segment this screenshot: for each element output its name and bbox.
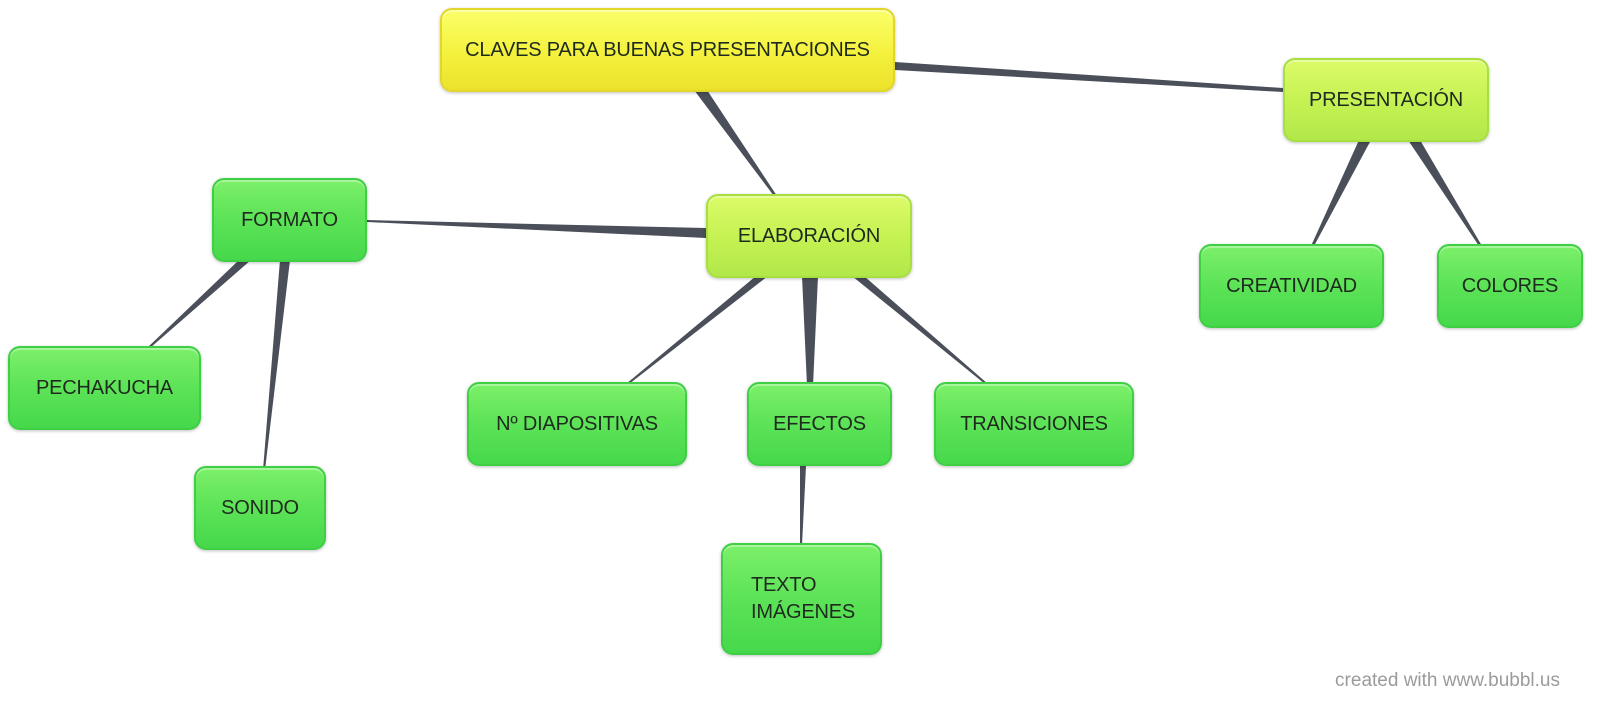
link-formato-sonido	[263, 260, 290, 470]
link-root-presentacion	[895, 62, 1283, 92]
node-pechakucha[interactable]: PECHAKUCHA	[8, 346, 201, 430]
link-efectos-texto	[800, 466, 806, 545]
node-creatividad[interactable]: CREATIVIDAD	[1199, 244, 1384, 328]
node-sonido[interactable]: SONIDO	[194, 466, 326, 550]
node-efectos[interactable]: EFECTOS	[747, 382, 892, 466]
link-elaboracion-diapositivas	[626, 276, 768, 384]
node-creatividad-label: CREATIVIDAD	[1226, 274, 1357, 297]
node-sonido-label: SONIDO	[221, 496, 299, 519]
node-colores-label: COLORES	[1461, 274, 1559, 297]
node-diapositivas[interactable]: Nº DIAPOSITIVAS	[467, 382, 687, 466]
node-root[interactable]: CLAVES PARA BUENAS PRESENTACIONES	[440, 8, 895, 92]
link-elaboracion-efectos	[802, 276, 818, 386]
link-presentacion-colores	[1408, 140, 1482, 246]
node-diapositivas-label: Nº DIAPOSITIVAS	[496, 412, 658, 435]
node-root-label: CLAVES PARA BUENAS PRESENTACIONES	[465, 38, 870, 61]
node-transiciones[interactable]: TRANSICIONES	[934, 382, 1134, 466]
link-root-elaboracion	[694, 90, 777, 196]
node-transiciones-label: TRANSICIONES	[960, 412, 1108, 435]
link-presentacion-creatividad	[1311, 140, 1371, 246]
node-formato-label: FORMATO	[241, 208, 338, 231]
node-texto-label: TEXTO	[751, 574, 817, 596]
link-elaboracion-formato	[367, 220, 706, 238]
link-elaboracion-transiciones	[852, 276, 988, 384]
node-texto-imagenes[interactable]: TEXTO IMÁGENES	[721, 543, 882, 655]
node-elaboracion-label: ELABORACIÓN	[737, 224, 881, 247]
node-colores[interactable]: COLORES	[1437, 244, 1583, 328]
node-efectos-label: EFECTOS	[773, 412, 866, 435]
link-formato-pechakucha	[147, 260, 251, 348]
node-imagenes-label: IMÁGENES	[751, 601, 855, 623]
credit-text: created with www.bubbl.us	[1335, 670, 1560, 691]
node-presentacion-label: PRESENTACIÓN	[1309, 88, 1463, 111]
node-elaboracion[interactable]: ELABORACIÓN	[706, 194, 912, 278]
node-pechakucha-label: PECHAKUCHA	[36, 376, 173, 399]
node-presentacion[interactable]: PRESENTACIÓN	[1283, 58, 1489, 142]
node-texto-imagenes-text: TEXTO IMÁGENES	[751, 572, 855, 626]
node-formato[interactable]: FORMATO	[212, 178, 367, 262]
